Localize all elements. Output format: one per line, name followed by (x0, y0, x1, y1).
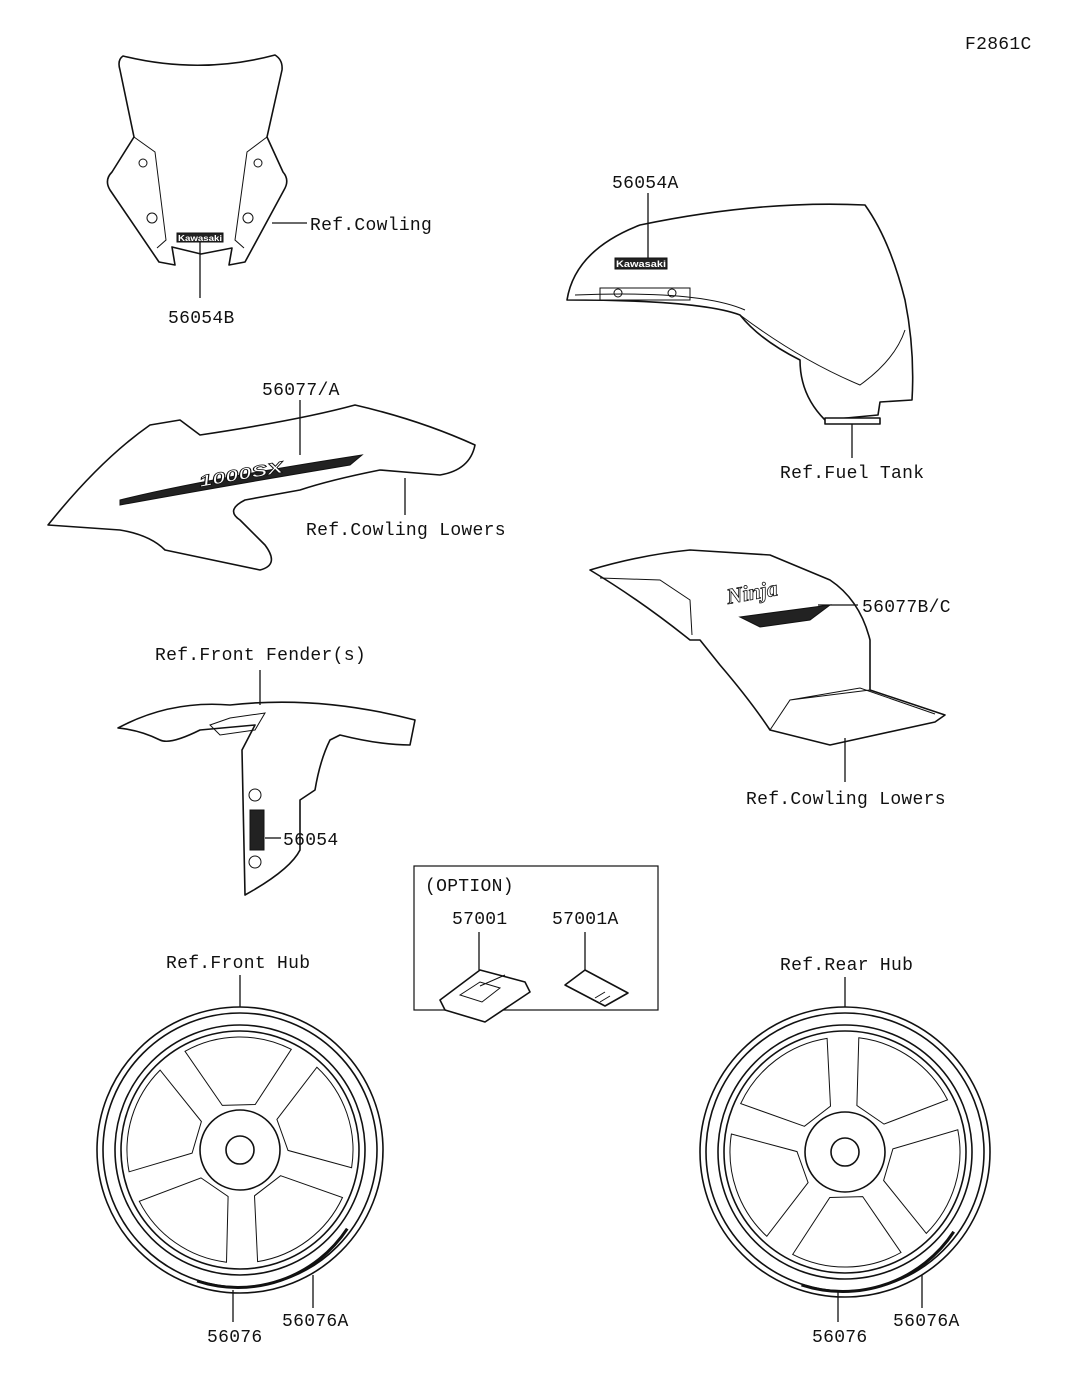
wheel-spoke-window (883, 1129, 961, 1235)
front-wheel (96, 1006, 384, 1294)
wheel-spoke-window (791, 1196, 902, 1268)
ninja-decal (738, 604, 832, 628)
decal-56054-fender (249, 809, 265, 851)
label-56076-front: 56076 (207, 1328, 263, 1348)
part-57001A (564, 969, 629, 1007)
label-56076A-rear: 56076A (893, 1312, 960, 1332)
wheel-spoke-window (138, 1177, 229, 1263)
label-57001A: 57001A (552, 910, 619, 930)
wheel-spoke-window (856, 1037, 949, 1125)
cowling-lower-left: 1000SX (47, 400, 476, 571)
wheel-spoke-window (184, 1036, 293, 1106)
label-ref-cowling-lowers-right: Ref.Cowling Lowers (746, 790, 946, 810)
label-56054A: 56054A (612, 174, 679, 194)
label-ref-cowling: Ref.Cowling (310, 216, 432, 236)
label-56077B-C: 56077B/C (862, 598, 951, 618)
diagram-id: F2861C (965, 35, 1032, 55)
wheel-rim-decal (801, 1230, 956, 1293)
label-56054B: 56054B (168, 309, 235, 329)
label-ref-fuel-tank: Ref.Fuel Tank (780, 464, 924, 484)
wheel-axle (225, 1135, 255, 1165)
kawasaki-decal-text-tank: Kawasaki (616, 259, 666, 269)
wheel-rim-decal (196, 1227, 349, 1289)
label-56077-A: 56077/A (262, 381, 340, 401)
wheel-spoke-window (276, 1066, 354, 1169)
label-ref-cowling-lowers-left: Ref.Cowling Lowers (306, 521, 506, 541)
label-57001: 57001 (452, 910, 508, 930)
option-title: (OPTION) (425, 877, 514, 897)
fuel-tank: Kawasaki (566, 193, 914, 458)
kawasaki-decal-text-windshield: Kawasaki (178, 234, 222, 243)
wheel-spoke-window (740, 1037, 832, 1127)
wheel-spoke-window (126, 1069, 202, 1173)
label-56076A-front: 56076A (282, 1312, 349, 1332)
kawasaki-decal-tank (614, 257, 668, 270)
wheel-spoke-window (253, 1175, 344, 1263)
option-box: (OPTION) 57001 57001A (413, 865, 659, 1023)
front-fender (117, 670, 416, 896)
label-ref-front-hub: Ref.Front Hub (166, 954, 310, 974)
label-56076-rear: 56076 (812, 1328, 868, 1348)
label-56054: 56054 (283, 831, 339, 851)
cowling-lower-right: Ninja (589, 549, 946, 782)
windshield: Kawasaki (106, 54, 307, 298)
wheel-spoke-window (729, 1133, 809, 1238)
part-57001 (439, 969, 531, 1023)
1000sx-decal (119, 454, 364, 506)
label-ref-front-fender: Ref.Front Fender(s) (155, 646, 366, 666)
wheel-axle (830, 1137, 860, 1167)
label-ref-rear-hub: Ref.Rear Hub (780, 956, 913, 976)
rear-wheel (699, 1006, 991, 1298)
